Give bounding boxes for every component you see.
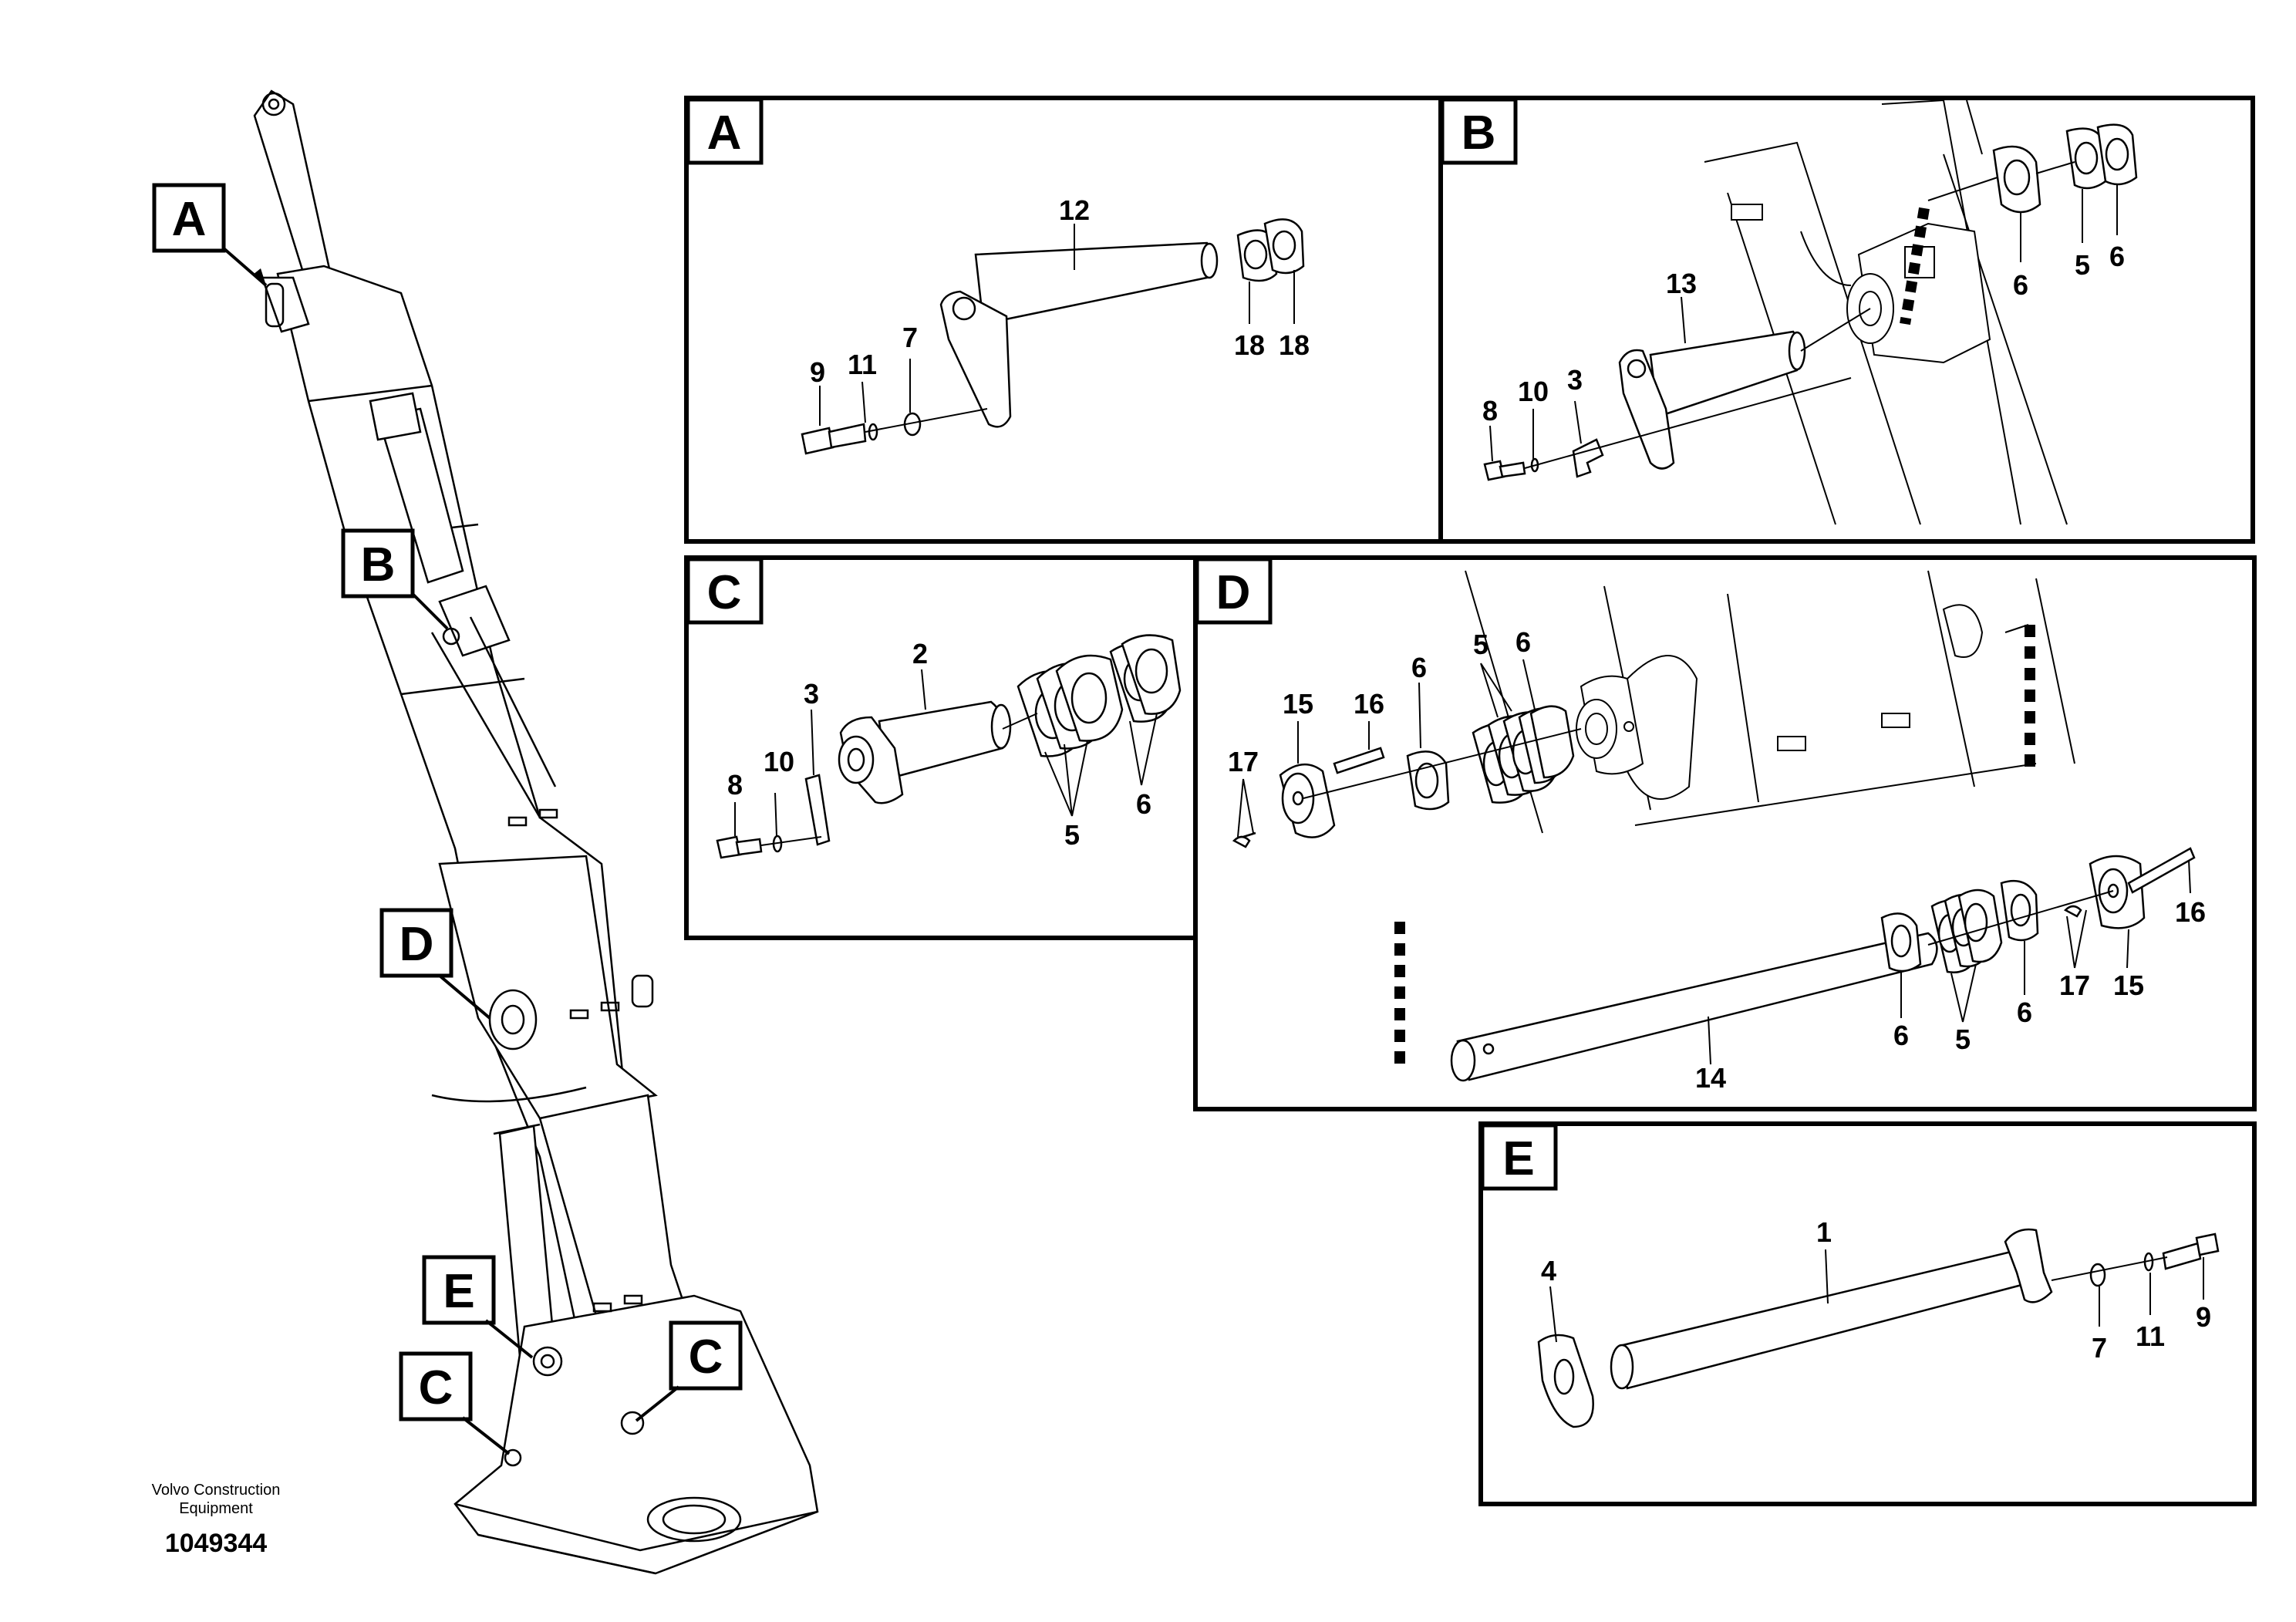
document-number: 1049344 [164, 1529, 268, 1558]
callout-d-14: 14 [1695, 1062, 1726, 1094]
svg-text:B: B [1462, 106, 1496, 160]
svg-text:C: C [689, 1330, 723, 1384]
callout-a-7: 7 [902, 322, 918, 353]
overview-tag-a: A [152, 183, 268, 287]
overview-tag-b: B [341, 528, 449, 630]
overview-tag-d: D [379, 908, 491, 1020]
panel-d: D [1193, 555, 2257, 1111]
callout-d-16-lower: 16 [2175, 896, 2206, 928]
callout-a-12: 12 [1059, 194, 1090, 226]
callout-b-6b: 6 [2109, 241, 2125, 272]
svg-text:E: E [443, 1265, 474, 1318]
brand-line-2: Equipment [179, 1500, 253, 1517]
callout-c-3: 3 [804, 678, 819, 710]
callout-e-9: 9 [2196, 1301, 2211, 1333]
svg-text:B: B [361, 538, 396, 592]
svg-text:D: D [400, 918, 434, 971]
callout-d-15-lower: 15 [2113, 969, 2144, 1001]
callout-b-6a: 6 [2013, 269, 2028, 301]
callout-c-6: 6 [1136, 788, 1151, 820]
callout-b-13: 13 [1666, 268, 1697, 299]
callout-e-11: 11 [2136, 1320, 2165, 1352]
callout-d-17-lower: 17 [2059, 969, 2090, 1001]
callout-c-10: 10 [764, 746, 794, 777]
svg-text:A: A [707, 106, 742, 160]
overview-tag-c-left: C [399, 1351, 511, 1455]
footer: Volvo Construction Equipment 1049344 [120, 1481, 312, 1559]
callout-c-5: 5 [1064, 819, 1080, 851]
overview-tag-e: E [422, 1255, 534, 1359]
callout-a-11: 11 [848, 349, 877, 380]
panel-e: E 1 4 7 11 [1478, 1121, 2257, 1506]
svg-text:A: A [172, 193, 207, 246]
brand-line-1: Volvo Construction [151, 1482, 281, 1499]
overview-tags: A B D E C C [152, 183, 743, 1455]
callout-e-7: 7 [2092, 1332, 2107, 1364]
svg-text:D: D [1216, 566, 1251, 619]
panel-c: C [684, 555, 1198, 940]
callout-e-4: 4 [1541, 1255, 1556, 1286]
callout-d-16-upper: 16 [1354, 688, 1384, 720]
callout-d-6-lower-right: 6 [2017, 996, 2032, 1028]
callout-b-10: 10 [1518, 376, 1549, 407]
callout-a-18b: 18 [1279, 329, 1310, 361]
callout-c-2: 2 [912, 638, 928, 669]
callout-a-9: 9 [810, 356, 825, 388]
svg-text:E: E [1502, 1132, 1534, 1185]
callout-b-3: 3 [1567, 364, 1583, 396]
callout-b-5: 5 [2075, 249, 2090, 281]
callout-d-6-lower-left: 6 [1893, 1020, 1909, 1051]
callout-b-8: 8 [1482, 395, 1498, 427]
callout-d-15-upper: 15 [1283, 688, 1313, 720]
svg-text:C: C [707, 566, 742, 619]
callout-d-6-upper: 6 [1411, 652, 1427, 683]
callout-e-1: 1 [1816, 1216, 1832, 1248]
panel-b: B [1438, 96, 2255, 544]
callout-d-17-upper: 17 [1228, 746, 1259, 777]
svg-text:C: C [419, 1361, 453, 1415]
panel-a: A [684, 96, 1443, 544]
overview-tag-c-right: C [635, 1320, 743, 1422]
callout-d-5-upper: 5 [1473, 629, 1489, 660]
callout-a-18a: 18 [1234, 329, 1265, 361]
callout-d-6b-upper: 6 [1515, 626, 1531, 658]
callout-c-8: 8 [727, 769, 743, 801]
callout-d-5-lower: 5 [1955, 1023, 1971, 1055]
